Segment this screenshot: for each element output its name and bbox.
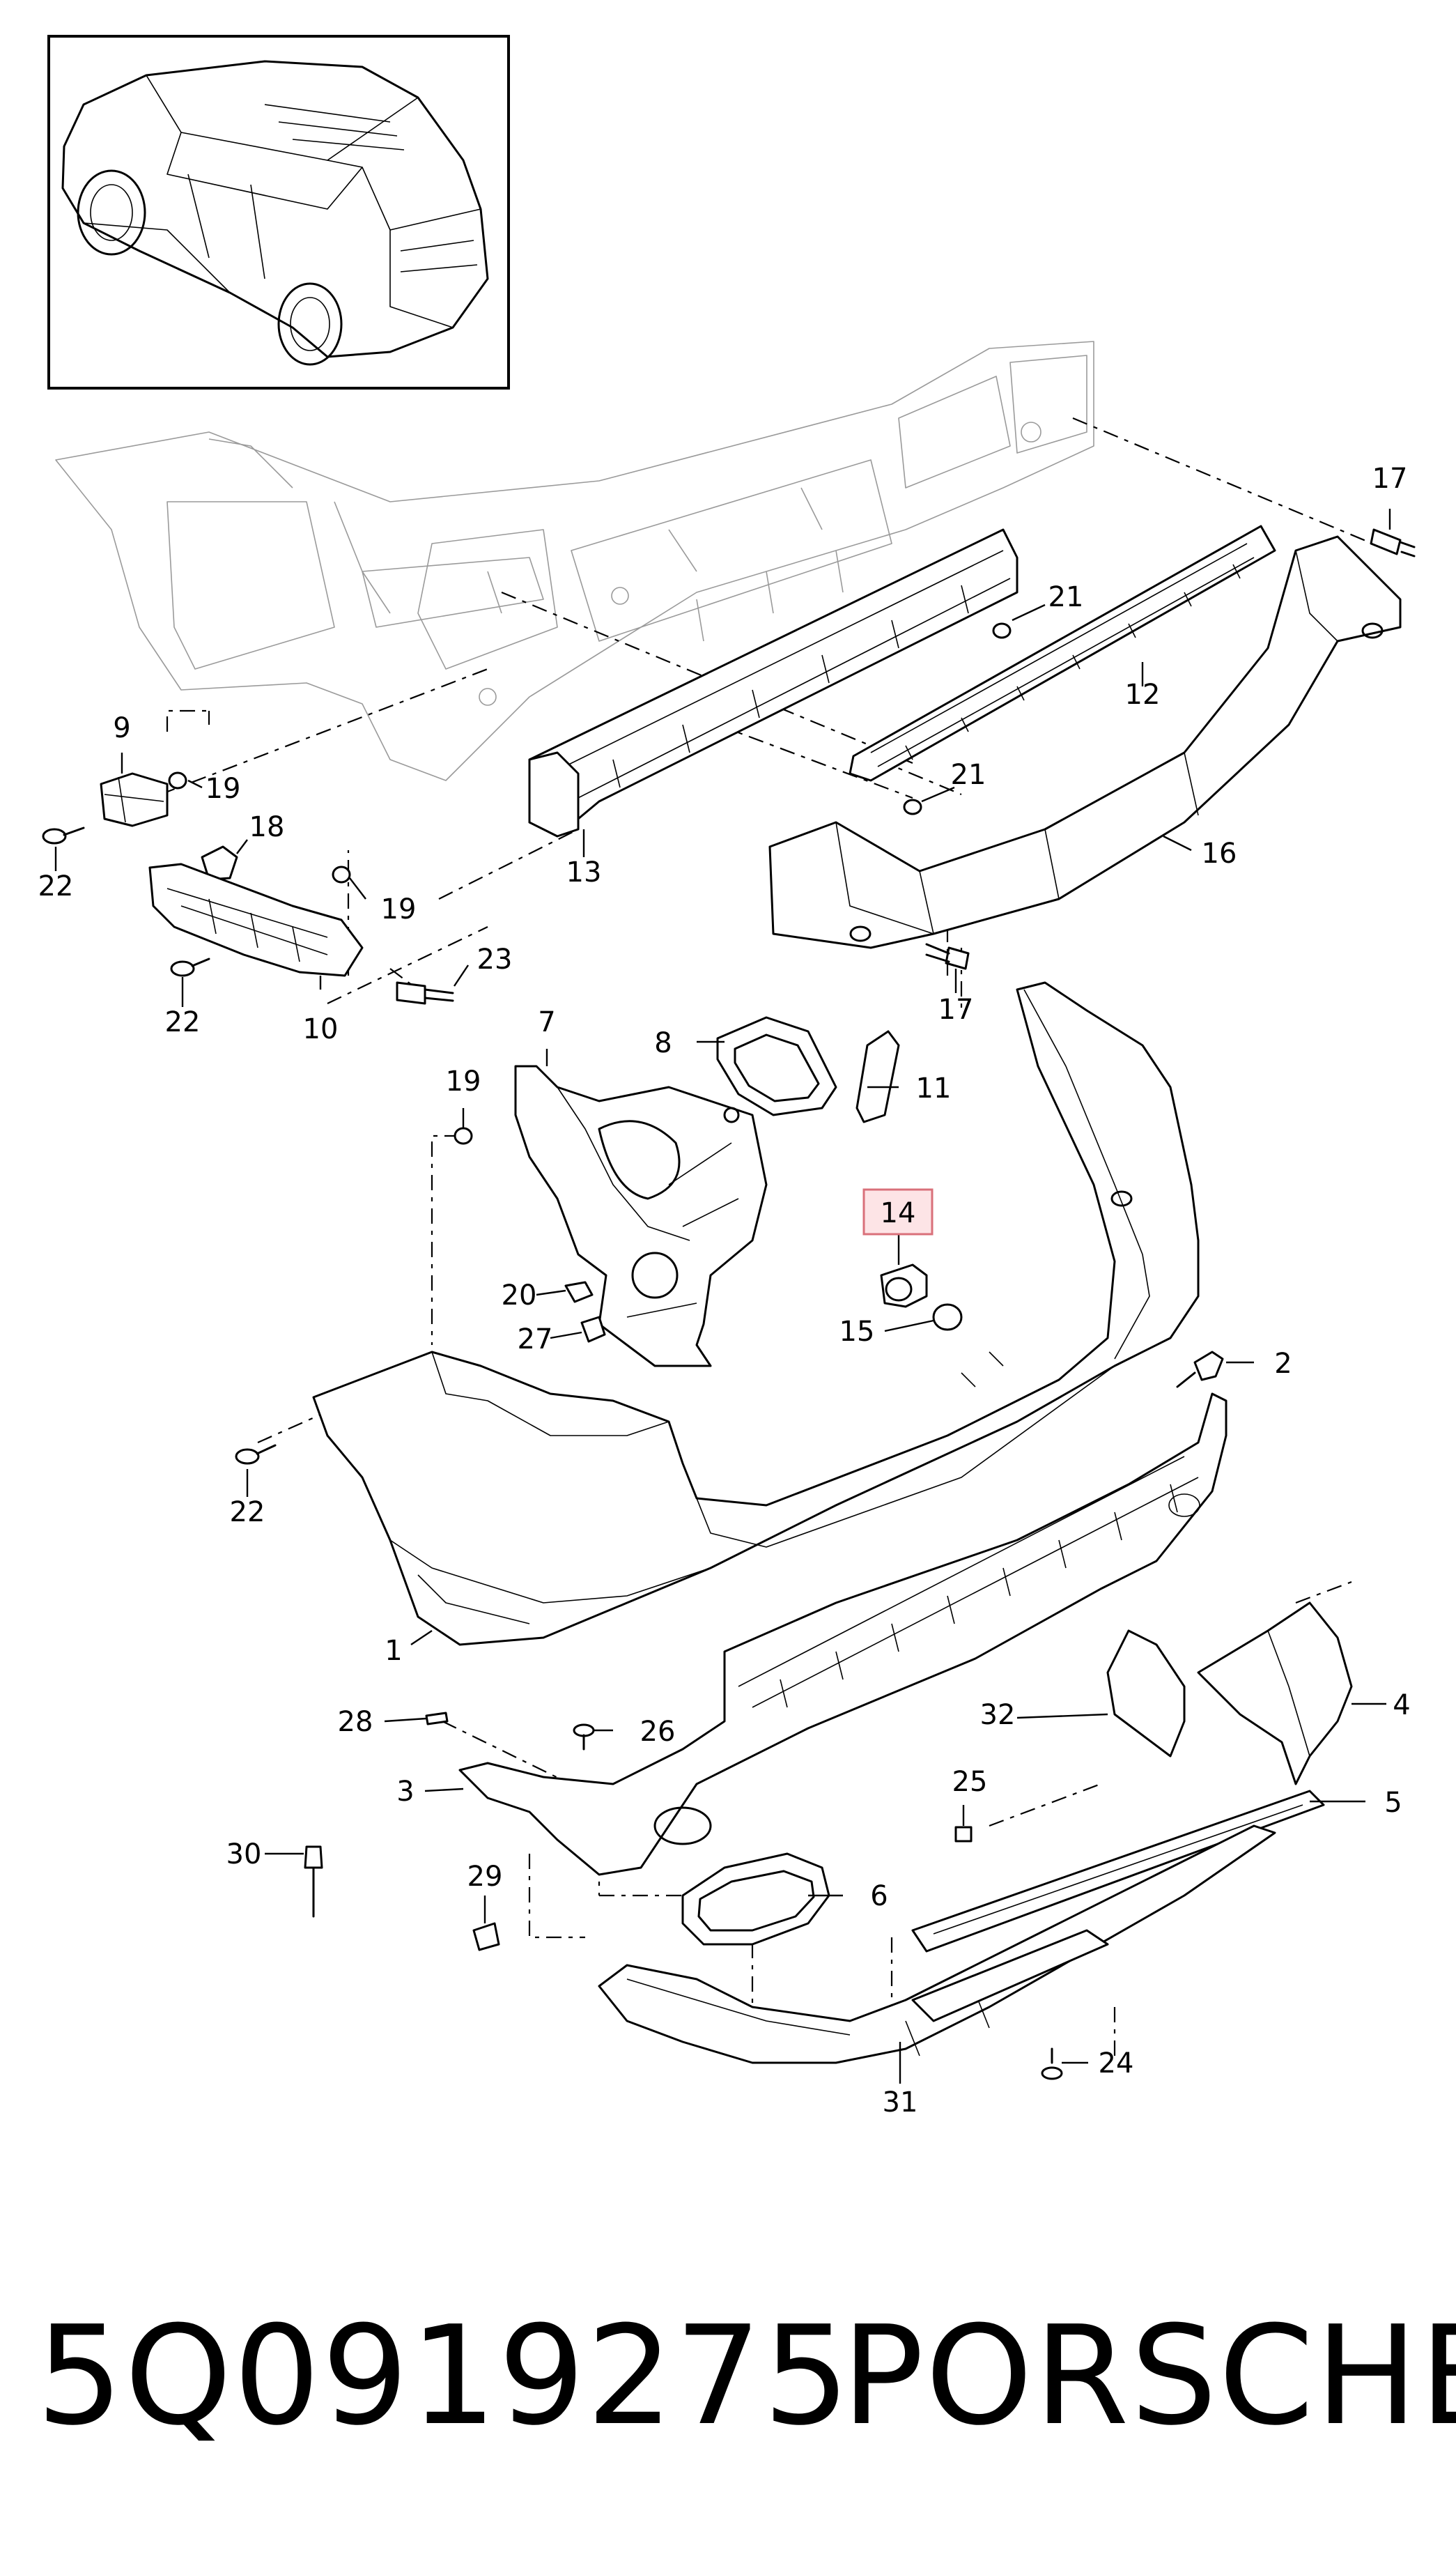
part-16-impact-beam xyxy=(768,535,1402,949)
vehicle-overview-inset xyxy=(47,35,510,390)
part-7-mounting-bracket xyxy=(514,1065,768,1367)
callout-label: 19 xyxy=(446,1066,481,1098)
callout-label: 17 xyxy=(1372,463,1408,495)
brand-caption: PORSCHE xyxy=(842,2297,1456,2456)
callout-label: 17 xyxy=(938,994,974,1026)
suv-car-icon xyxy=(61,60,489,366)
part-8-frame-ring xyxy=(716,1016,837,1116)
callout-label: 15 xyxy=(839,1316,875,1348)
callout-label: 21 xyxy=(951,759,986,791)
nut-21-upper-icon xyxy=(992,622,1012,639)
part-3-lower-diffuser xyxy=(458,1392,1227,1876)
callout-label: 25 xyxy=(952,1766,988,1798)
callout-label: 26 xyxy=(640,1716,676,1748)
clip-19-lower-icon xyxy=(454,1127,473,1145)
part-number-caption: 5Q0919275 xyxy=(36,2297,851,2456)
callout-label: 9 xyxy=(113,712,130,744)
callout-label: 14 xyxy=(881,1197,916,1229)
part-31-lower-spoiler xyxy=(598,1824,1276,2064)
screw-22-upper-icon xyxy=(42,826,85,845)
callout-label: 21 xyxy=(1048,581,1084,613)
part-1-bumper-cover xyxy=(312,981,1200,1646)
callout-label: 23 xyxy=(477,944,513,976)
part-14-parking-sensor xyxy=(880,1263,928,1308)
clip-20-icon xyxy=(564,1281,594,1303)
clip-29-icon xyxy=(472,1922,500,1951)
callout-label: 22 xyxy=(230,1496,265,1528)
callout-label: 12 xyxy=(1125,679,1161,711)
leader-lines xyxy=(54,509,1391,2084)
bolt-17-lower-icon xyxy=(925,943,970,970)
nut-21-lower-icon xyxy=(903,799,922,815)
fasteners-lower xyxy=(304,1712,1063,2080)
callout-label: 3 xyxy=(396,1776,414,1808)
callout-label: 18 xyxy=(249,811,285,843)
callout-label: 30 xyxy=(226,1838,262,1870)
part-15-sensor-ring xyxy=(932,1303,963,1331)
callout-14-highlight-box xyxy=(862,1188,934,1236)
part-11-trim-strip xyxy=(855,1030,900,1123)
part-9-side-bracket xyxy=(100,772,169,827)
clip-19-middle-icon xyxy=(332,866,351,884)
callout-label: 4 xyxy=(1393,1689,1410,1721)
callout-label: 1 xyxy=(385,1635,402,1667)
clip-26-icon xyxy=(573,1723,595,1751)
callout-label: 8 xyxy=(654,1027,672,1059)
part-12-guide-rail xyxy=(849,525,1276,782)
part-13-bumper-carrier xyxy=(528,528,1019,838)
callout-label: 27 xyxy=(518,1323,553,1355)
rear-body-structure xyxy=(55,341,1094,781)
callout-label: 11 xyxy=(916,1072,952,1105)
callout-label: 20 xyxy=(502,1279,537,1312)
part-10-side-guide xyxy=(148,863,364,977)
part-4-lower-trim xyxy=(1197,1601,1353,1785)
callout-label: 19 xyxy=(206,773,241,805)
callout-label: 22 xyxy=(38,870,74,902)
assembly-guide-lines xyxy=(160,417,1373,2063)
clip-27-icon xyxy=(580,1316,606,1343)
callout-label: 6 xyxy=(870,1880,888,1912)
callout-label: 22 xyxy=(165,1006,201,1038)
part-2-clip xyxy=(1176,1351,1224,1388)
callout-label: 2 xyxy=(1274,1348,1292,1380)
screw-22-middle-icon xyxy=(170,958,210,977)
part-32-inner-bracket xyxy=(1106,1629,1186,1758)
screw-24-icon xyxy=(1041,2047,1063,2080)
part-5-lower-strip xyxy=(911,1790,1325,1953)
clip-25-icon xyxy=(954,1826,973,1843)
callout-label: 28 xyxy=(338,1706,373,1738)
callout-label: 16 xyxy=(1202,838,1237,870)
callout-label: 5 xyxy=(1384,1787,1402,1819)
callout-label: 29 xyxy=(467,1861,503,1893)
fasteners-upper xyxy=(42,528,1416,1465)
rivet-30-icon xyxy=(304,1845,323,1918)
callout-label: 13 xyxy=(566,856,602,889)
callout-label: 24 xyxy=(1099,2047,1134,2079)
clip-19-upper-icon xyxy=(168,771,187,790)
callout-label: 7 xyxy=(538,1006,555,1038)
screw-22-lower-icon xyxy=(235,1444,277,1465)
callout-labels: 1 2 3 4 5 6 7 8 9 10 11 12 13 14 15 16 1… xyxy=(38,463,1411,2119)
callout-label: 32 xyxy=(980,1699,1016,1731)
pin-28-icon xyxy=(425,1712,449,1725)
bolt-23-icon xyxy=(396,981,454,1005)
callout-label: 10 xyxy=(303,1013,339,1045)
callout-label: 19 xyxy=(381,893,417,925)
bolt-17-top-icon xyxy=(1370,528,1416,558)
part-6-tailpipe-trim-ring xyxy=(681,1852,830,1946)
callout-label: 31 xyxy=(883,2086,918,2119)
